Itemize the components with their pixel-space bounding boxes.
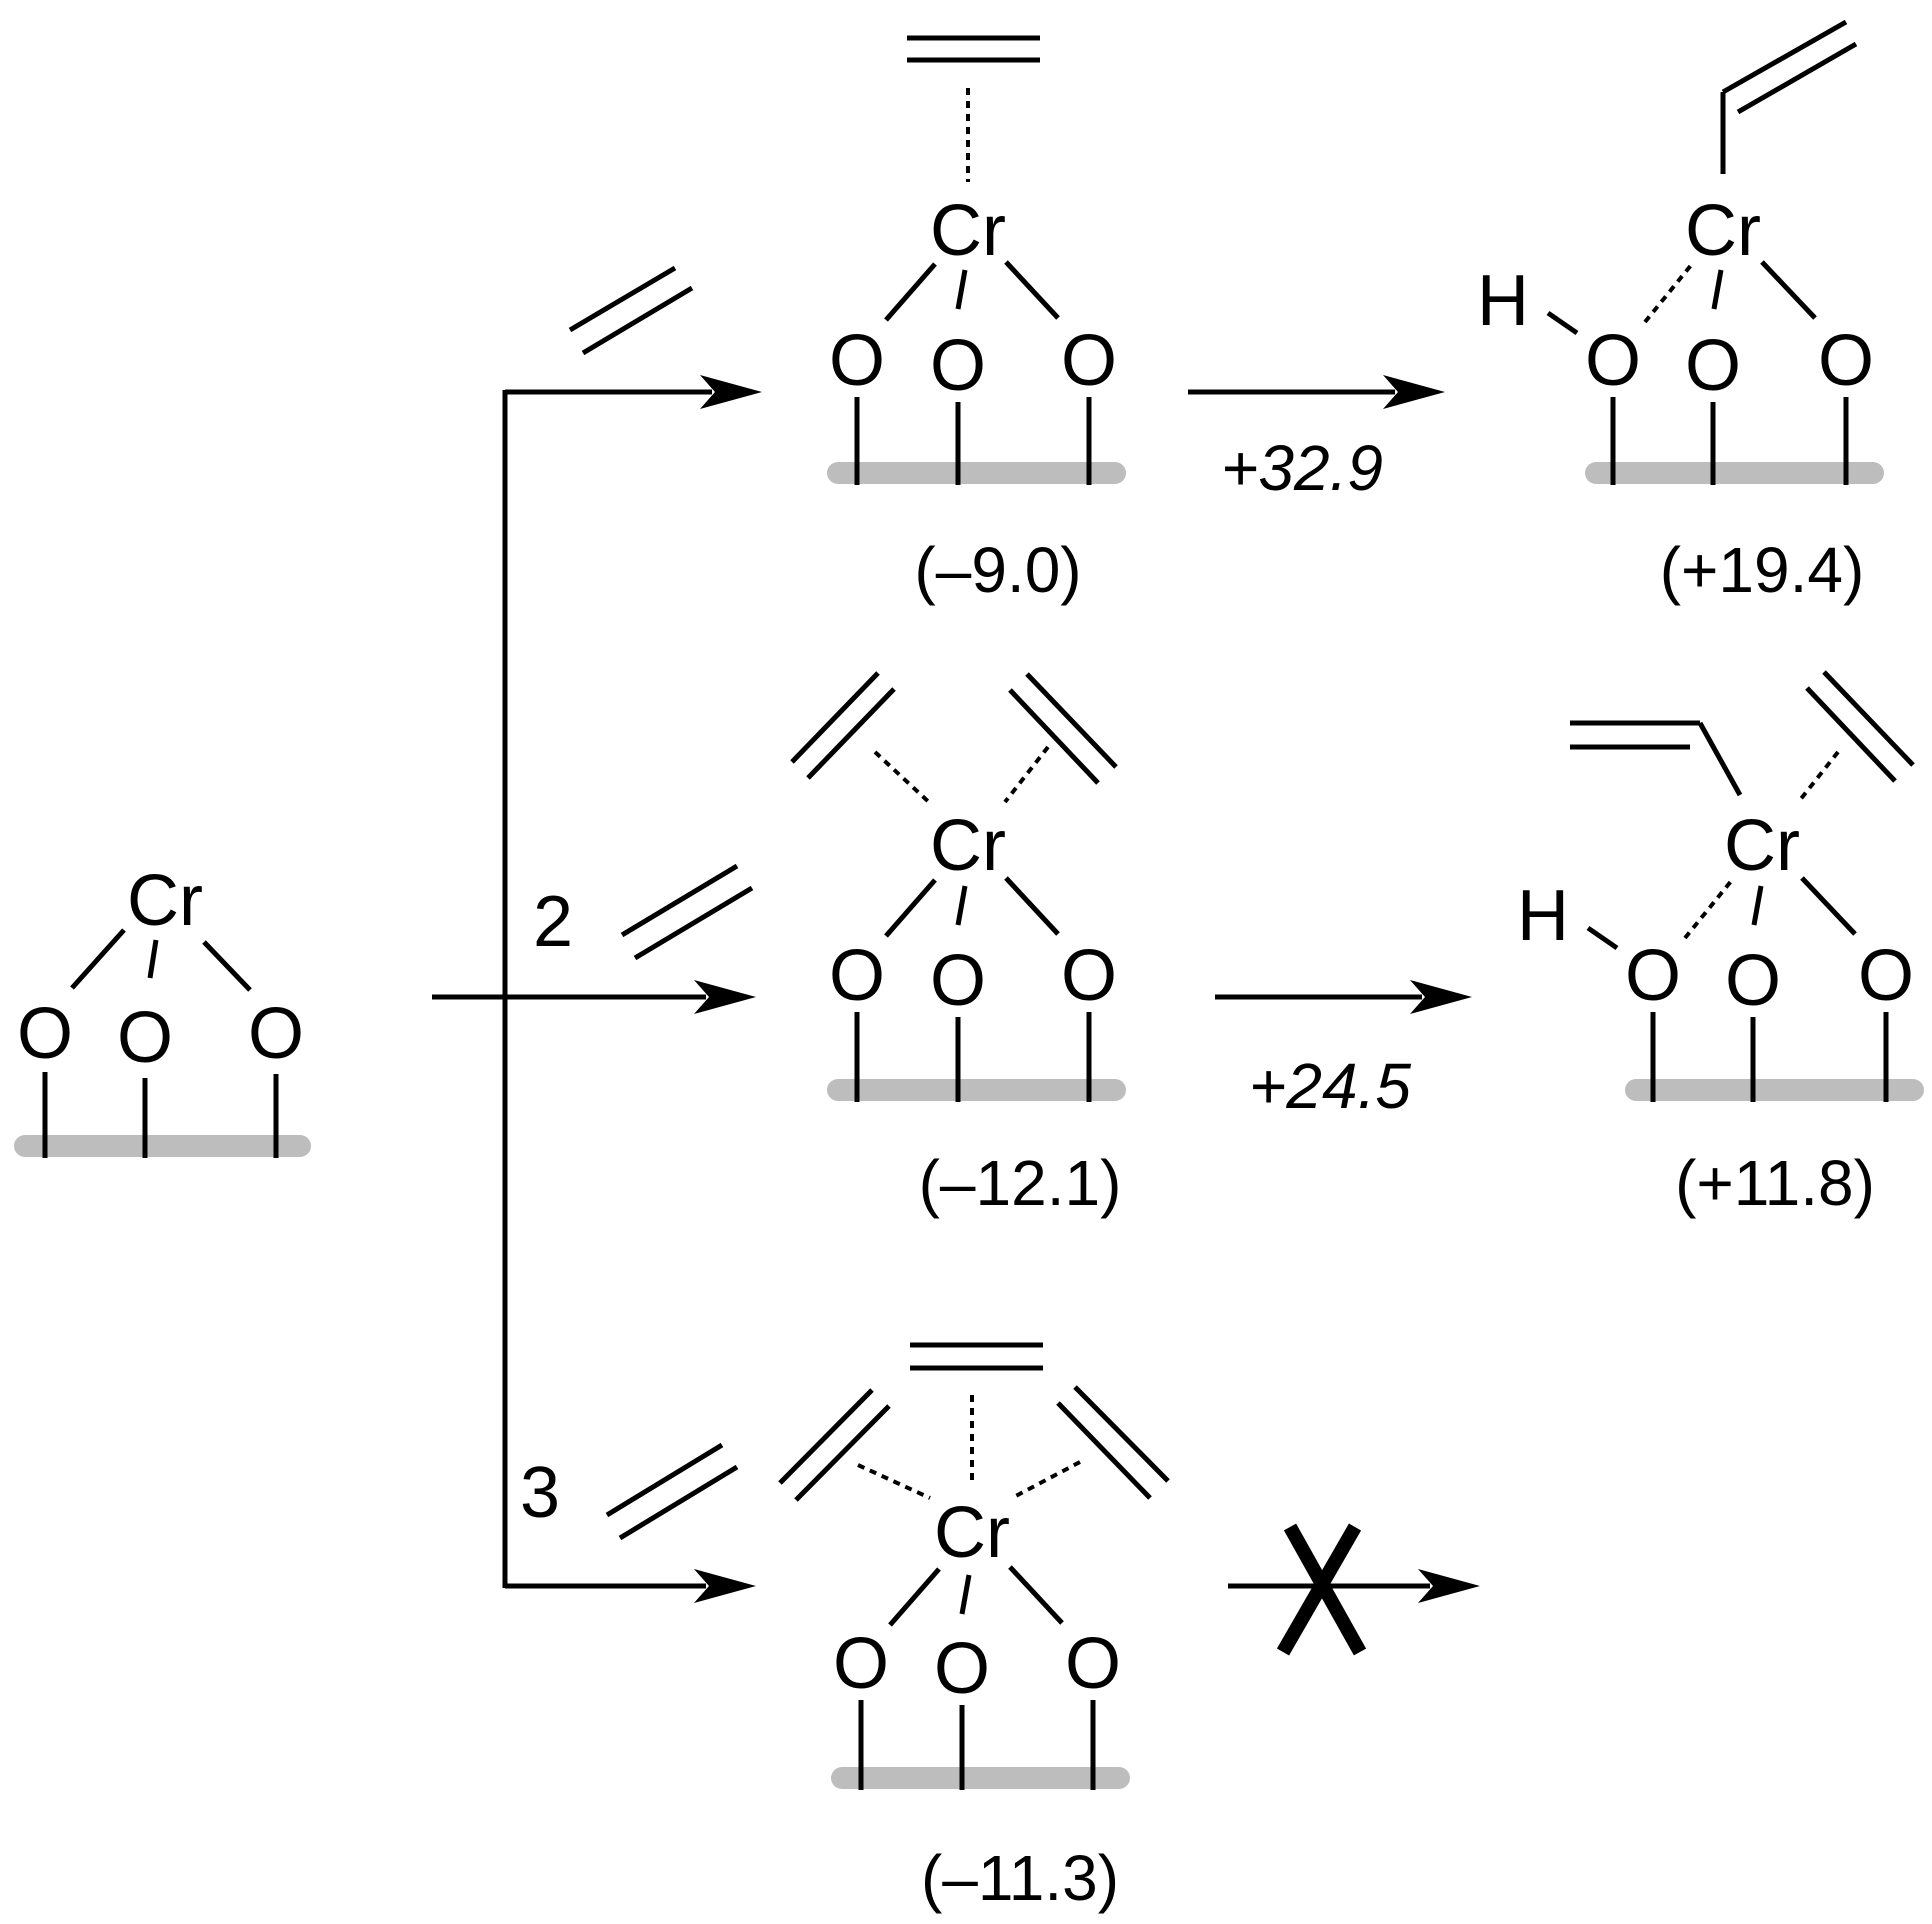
bond bbox=[202, 940, 252, 992]
arrowhead bbox=[1383, 375, 1445, 409]
ethylene-icon bbox=[907, 35, 1040, 63]
bond bbox=[1546, 310, 1579, 336]
ethylene-icon bbox=[778, 1388, 891, 1502]
bond bbox=[1008, 1565, 1064, 1625]
o-atom: O bbox=[829, 321, 885, 401]
cr-atom: Cr bbox=[1724, 806, 1800, 886]
h-atom: H bbox=[1477, 261, 1529, 341]
activation-barrier: +24.5 bbox=[1249, 1050, 1411, 1122]
o-atom: O bbox=[1065, 1624, 1121, 1704]
arrowhead bbox=[694, 1569, 756, 1603]
arrowhead bbox=[700, 375, 762, 409]
cr-vinyl-ethylene-hydroxyl-product: Cr H O O O (+11.8) bbox=[1517, 670, 1924, 1219]
o-atom: O bbox=[829, 936, 885, 1016]
cr-atom: Cr bbox=[127, 861, 203, 941]
arrowhead bbox=[694, 980, 756, 1014]
bond bbox=[955, 269, 968, 310]
pi-interaction bbox=[873, 750, 934, 807]
bond bbox=[1004, 260, 1060, 320]
bond bbox=[1800, 876, 1857, 936]
cr-tris-ethylene-adduct: Cr O O O (–11.3) bbox=[778, 1342, 1170, 1914]
o-atom: O bbox=[1585, 321, 1641, 401]
bond bbox=[1004, 876, 1060, 936]
o-atom: O bbox=[1061, 321, 1117, 401]
pi-interaction bbox=[1798, 750, 1840, 802]
ethylene-icon bbox=[568, 265, 694, 356]
bond bbox=[1760, 260, 1817, 320]
ethylene-icon bbox=[1056, 1385, 1170, 1500]
bond bbox=[70, 928, 126, 990]
bis-step: +24.5 bbox=[1215, 980, 1472, 1122]
pi-interaction bbox=[1011, 1460, 1081, 1500]
ethylene-icon bbox=[790, 671, 896, 780]
bond bbox=[884, 878, 937, 938]
cr-bis-ethylene-adduct: Cr O O O (–12.1) bbox=[790, 671, 1126, 1219]
branch-arrows: 2 3 bbox=[432, 265, 762, 1603]
bond bbox=[1736, 41, 1858, 115]
o-atom: O bbox=[1858, 936, 1914, 1016]
cr-atom: Cr bbox=[1685, 191, 1761, 271]
mono-step: +32.9 bbox=[1188, 375, 1445, 504]
energy-label: (–9.0) bbox=[914, 534, 1081, 606]
bond bbox=[955, 885, 968, 926]
bond bbox=[959, 1574, 972, 1615]
equivalents-label: 2 bbox=[533, 882, 573, 962]
energy-label: (+11.8) bbox=[1675, 1147, 1875, 1219]
agostic-interaction bbox=[1683, 878, 1734, 940]
h-atom: H bbox=[1517, 876, 1569, 956]
o-atom: O bbox=[1725, 941, 1781, 1021]
ethylene-icon bbox=[1805, 670, 1915, 783]
cr-site-start: Cr O O O bbox=[14, 861, 311, 1158]
cr-vinyl-hydroxyl-product: Cr H O O O (+19.4) bbox=[1477, 19, 1884, 606]
blocked-cross-icon bbox=[1276, 1523, 1367, 1656]
o-atom: O bbox=[934, 1629, 990, 1709]
o-atom: O bbox=[248, 994, 304, 1074]
bond bbox=[888, 1567, 941, 1627]
pi-interaction bbox=[1003, 745, 1050, 804]
energy-label: (–11.3) bbox=[921, 1842, 1119, 1914]
tris-step-blocked bbox=[1228, 1523, 1480, 1656]
ethylene-icon bbox=[605, 1442, 739, 1541]
o-atom: O bbox=[833, 1624, 889, 1704]
energy-label: (–12.1) bbox=[919, 1147, 1122, 1219]
o-atom: O bbox=[930, 941, 986, 1021]
cr-atom: Cr bbox=[930, 806, 1006, 886]
agostic-interaction bbox=[1643, 262, 1694, 324]
ethylene-icon bbox=[620, 863, 754, 961]
bond bbox=[1586, 925, 1619, 951]
o-atom: O bbox=[1685, 326, 1741, 406]
cr-atom: Cr bbox=[934, 1493, 1010, 1573]
o-atom: O bbox=[1625, 936, 1681, 1016]
bond bbox=[1697, 721, 1743, 797]
o-atom: O bbox=[17, 994, 73, 1074]
ethylene-icon bbox=[910, 1342, 1043, 1371]
bond bbox=[884, 262, 937, 322]
bond bbox=[147, 939, 159, 979]
activation-barrier: +32.9 bbox=[1221, 432, 1383, 504]
pi-interaction bbox=[857, 1463, 931, 1500]
arrowhead bbox=[1418, 1569, 1480, 1603]
arrowhead bbox=[1410, 980, 1472, 1014]
energy-label: (+19.4) bbox=[1660, 534, 1865, 606]
cr-mono-ethylene-adduct: Cr O O O (–9.0) bbox=[827, 35, 1126, 606]
o-atom: O bbox=[117, 998, 173, 1078]
ethylene-icon bbox=[1008, 672, 1118, 785]
bond bbox=[1721, 19, 1848, 95]
o-atom: O bbox=[1061, 936, 1117, 1016]
bond bbox=[1751, 885, 1764, 926]
o-atom: O bbox=[930, 326, 986, 406]
o-atom: O bbox=[1818, 321, 1874, 401]
cr-atom: Cr bbox=[930, 191, 1006, 271]
equivalents-label: 3 bbox=[520, 1453, 560, 1533]
bond bbox=[1711, 269, 1724, 310]
